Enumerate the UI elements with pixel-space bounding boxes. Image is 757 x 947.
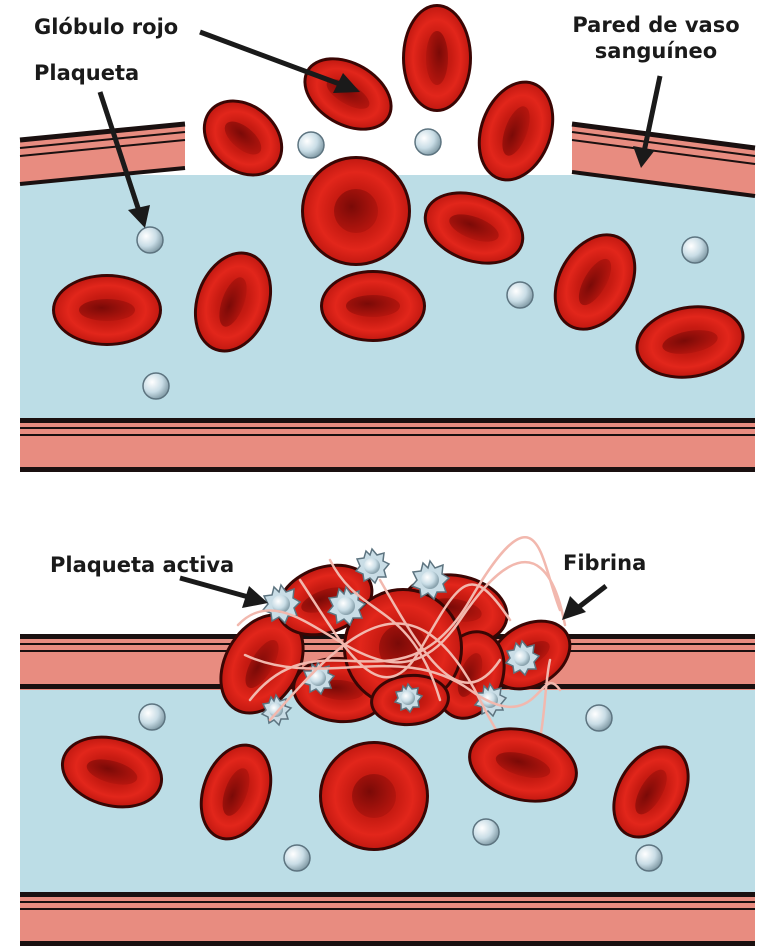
label-vessel-wall: Pared de vaso sanguíneo: [556, 12, 756, 64]
platelet: [139, 704, 165, 730]
label-fibrin: Fibrina: [563, 550, 646, 576]
platelet: [473, 819, 499, 845]
red-blood-cell: [464, 70, 567, 192]
red-blood-cell: [320, 270, 426, 342]
vessel-wall-bottom-top: [20, 418, 755, 472]
platelet: [586, 705, 612, 731]
red-blood-cell: [402, 4, 472, 112]
red-blood-cell: [301, 156, 411, 266]
platelet: [636, 845, 662, 871]
platelet: [682, 237, 708, 263]
bottom-panel: [20, 537, 755, 946]
red-blood-cell: [52, 274, 162, 346]
label-red-blood-cell: Glóbulo rojo: [34, 14, 178, 40]
platelet: [507, 282, 533, 308]
red-blood-cell: [319, 741, 429, 851]
platelet: [137, 227, 163, 253]
label-active-platelet: Plaqueta activa: [50, 552, 234, 578]
label-vessel-wall-line2: sanguíneo: [556, 38, 756, 64]
platelet: [298, 132, 324, 158]
arrow-active-platelet: [180, 578, 252, 598]
red-blood-cell: [290, 42, 405, 145]
platelet: [415, 129, 441, 155]
platelet: [284, 845, 310, 871]
label-vessel-wall-line1: Pared de vaso: [556, 12, 756, 38]
label-platelet: Plaqueta: [34, 60, 139, 86]
platelet: [143, 373, 169, 399]
vessel-wall-bottom-bottom: [20, 892, 755, 946]
